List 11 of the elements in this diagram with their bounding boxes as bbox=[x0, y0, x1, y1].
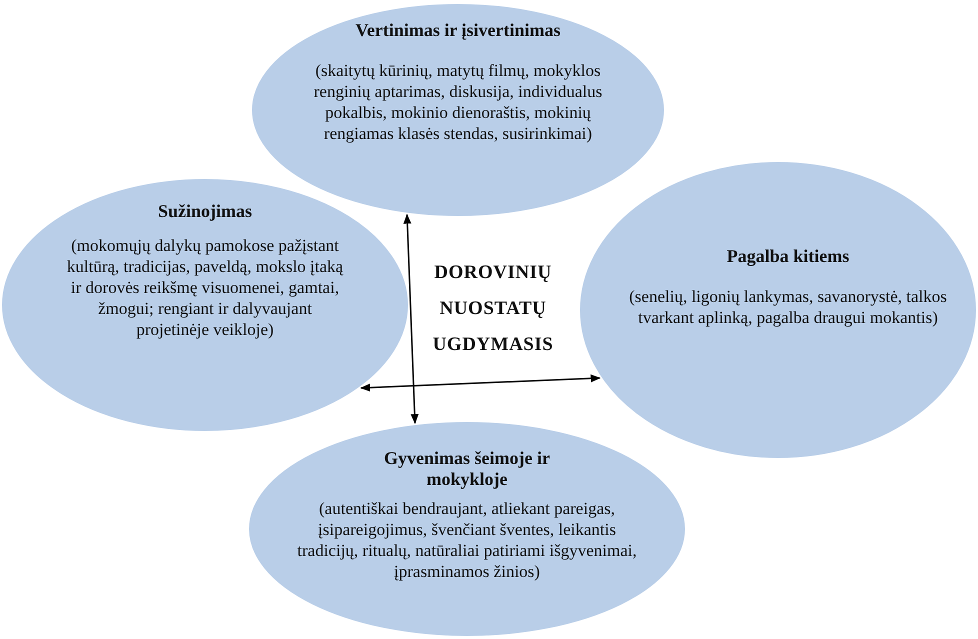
double-arrow bbox=[360, 374, 601, 392]
circle-description: (mokomųjų dalykų pamokose pažįstant kultūrą, tradicijas, paveldą, mokslo įtaką ir dorovės reikšmę visuomenei, gamtai, žmogui; rengiant ir dalyvaujant projetinėje veikloje) bbox=[66, 235, 344, 340]
circle-description: (skaitytų kūrinių, matytų filmų, mokyklos renginių aptarimas, diskusija, individualus pokalbis, mokinio dienoraštis, mokinių rengiamas klasės stendas, susirinkimai) bbox=[312, 60, 604, 144]
circle-heading: Gyvenimas šeimoje ir mokykloje bbox=[383, 448, 551, 490]
circle-description: (senelių, ligonių lankymas, savanorystė, talkos tvarkant aplinką, pagalba draugui mokantis) bbox=[628, 286, 948, 328]
circle-heading: Vertinimas ir įsivertinimas bbox=[354, 20, 562, 41]
circle-description: (autentiškai bendraujant, atliekant pareigas, įsipareigojimus, švenčiant šventes, leikantis tradicijų, ritualų, natūraliai patiriami išgyvenimai, įprasminamos žinios) bbox=[296, 498, 638, 582]
circle-heading: Pagalba kitiems bbox=[726, 246, 850, 267]
center-title: DOROVINIŲ NUOSTATŲ UGDYMASIS bbox=[432, 261, 554, 357]
circle-heading: Sužinojimas bbox=[156, 201, 254, 222]
double-arrow bbox=[403, 214, 419, 424]
